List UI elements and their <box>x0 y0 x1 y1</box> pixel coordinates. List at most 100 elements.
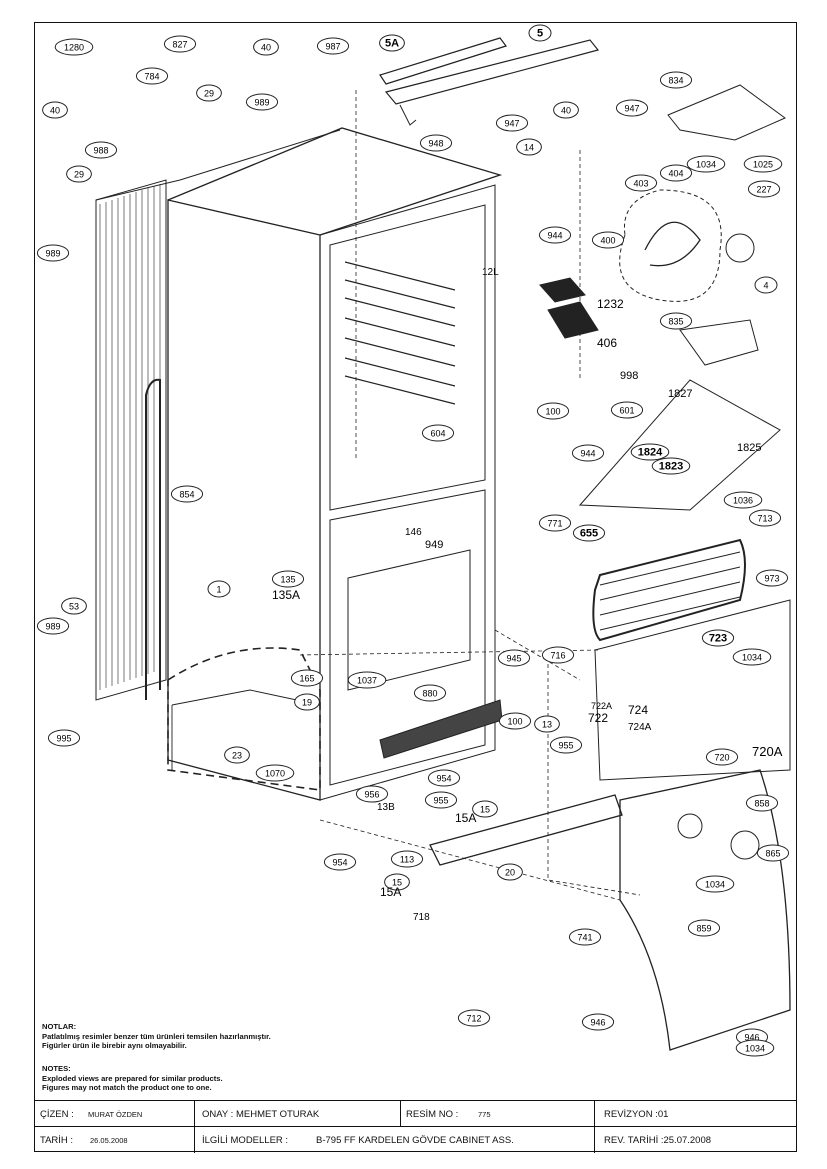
callout-784: 784 <box>135 67 169 85</box>
callout-865: 865 <box>756 844 790 862</box>
callout-label: 973 <box>764 574 779 584</box>
callout-label: 880 <box>422 689 437 699</box>
part-label-724A: 724A <box>628 722 652 733</box>
callout-880: 880 <box>413 684 447 702</box>
revision: REVİZYON :01 <box>604 1108 669 1120</box>
lamp-cover <box>679 319 759 366</box>
callout-956: 956 <box>355 785 389 803</box>
part-label-146: 146 <box>405 527 422 538</box>
callout-label: 955 <box>558 741 573 751</box>
part-label-1232: 1232 <box>597 297 624 311</box>
callout-29: 29 <box>196 84 222 102</box>
callout-13: 13 <box>534 715 560 733</box>
callout-label: 947 <box>624 104 639 114</box>
callout-1034: 1034 <box>695 875 735 893</box>
callout-label: 784 <box>144 72 159 82</box>
callout-label: 946 <box>590 1018 605 1028</box>
callout-1280: 1280 <box>54 38 94 56</box>
callout-227: 227 <box>747 180 781 198</box>
part-label-15A: 15A <box>380 885 401 899</box>
callout-label: 835 <box>668 317 683 327</box>
callout-5: 5 <box>528 24 552 42</box>
callout-989: 989 <box>36 244 70 262</box>
callout-113: 113 <box>390 850 424 868</box>
callout-label: 865 <box>765 849 780 859</box>
callout-label: 713 <box>757 514 772 524</box>
callout-label: 227 <box>756 185 771 195</box>
date-value: 26.05.2008 <box>90 1135 128 1145</box>
callout-1034: 1034 <box>732 648 772 666</box>
callout-53: 53 <box>61 597 87 615</box>
callout-29: 29 <box>66 165 92 183</box>
compressor-box-outline <box>167 647 321 791</box>
callout-955: 955 <box>424 791 458 809</box>
part-label-1827: 1827 <box>668 388 692 400</box>
callout-label: 854 <box>179 490 194 500</box>
top-rails <box>379 37 600 126</box>
notes-en-title: NOTES: <box>42 1064 71 1073</box>
cover-plate <box>347 549 471 691</box>
callout-label: 5 <box>537 28 543 40</box>
callout-741: 741 <box>568 928 602 946</box>
callout-label: 5A <box>385 38 399 50</box>
callout-1823: 1823 <box>651 457 691 475</box>
callout-1036: 1036 <box>723 491 763 509</box>
callout-label: 29 <box>74 170 84 180</box>
part-label-720A: 720A <box>752 744 783 759</box>
related-models-label: İLGİLİ MODELLER : <box>202 1134 289 1146</box>
callout-1025: 1025 <box>743 155 783 173</box>
callout-14: 14 <box>516 138 542 156</box>
callout-15: 15 <box>384 873 410 891</box>
callout-label: 946 <box>744 1033 759 1043</box>
callout-135: 135 <box>271 570 305 588</box>
callout-label: 956 <box>364 790 379 800</box>
sensor-kit-outline <box>578 379 781 511</box>
callout-827: 827 <box>163 35 197 53</box>
part-label-722A: 722A <box>591 701 612 711</box>
callout-label: 100 <box>545 407 560 417</box>
callout-973: 973 <box>755 569 789 587</box>
callout-label: 1034 <box>696 160 716 170</box>
part-label-1825: 1825 <box>737 442 761 454</box>
revision-date: REV. TARİHİ :25.07.2008 <box>604 1134 712 1146</box>
callout-400: 400 <box>591 231 625 249</box>
callout-label: 989 <box>45 249 60 259</box>
callout-948: 948 <box>419 134 453 152</box>
callout-label: 601 <box>619 406 634 416</box>
callout-40: 40 <box>553 101 579 119</box>
callout-label: 15 <box>480 805 490 815</box>
callout-944: 944 <box>538 226 572 244</box>
callout-label: 987 <box>325 42 340 52</box>
callout-945: 945 <box>497 649 531 667</box>
callout-label: 1034 <box>745 1044 765 1054</box>
cabinet-body <box>167 127 503 801</box>
part-label-15A: 15A <box>455 811 476 825</box>
callout-723: 723 <box>701 629 735 647</box>
callout-655: 655 <box>572 524 606 542</box>
callout-404: 404 <box>659 164 693 182</box>
callout-4: 4 <box>754 276 778 294</box>
callout-601: 601 <box>610 401 644 419</box>
callout-label: 945 <box>506 654 521 664</box>
callout-label: 741 <box>577 933 592 943</box>
callout-720: 720 <box>705 748 739 766</box>
callout-label: 1823 <box>659 461 683 473</box>
callout-label: 948 <box>428 139 443 149</box>
callout-label: 955 <box>433 796 448 806</box>
callout-label: 1824 <box>638 447 663 459</box>
callout-label: 1036 <box>733 496 753 506</box>
callout-858: 858 <box>745 794 779 812</box>
callout-100: 100 <box>498 712 532 730</box>
callout-995: 995 <box>47 729 81 747</box>
part-label-12L: 12L <box>482 267 499 278</box>
callout-40: 40 <box>253 38 279 56</box>
callout-label: 19 <box>302 698 312 708</box>
date-label: TARİH : <box>40 1134 74 1146</box>
callout-label: 1037 <box>357 676 377 686</box>
callout-954: 954 <box>427 769 461 787</box>
wiring-harness-outline <box>619 189 722 302</box>
callout-label: 13 <box>542 720 552 730</box>
approved-by: ONAY : MEHMET OTURAK <box>202 1108 320 1120</box>
callout-1037: 1037 <box>347 671 387 689</box>
